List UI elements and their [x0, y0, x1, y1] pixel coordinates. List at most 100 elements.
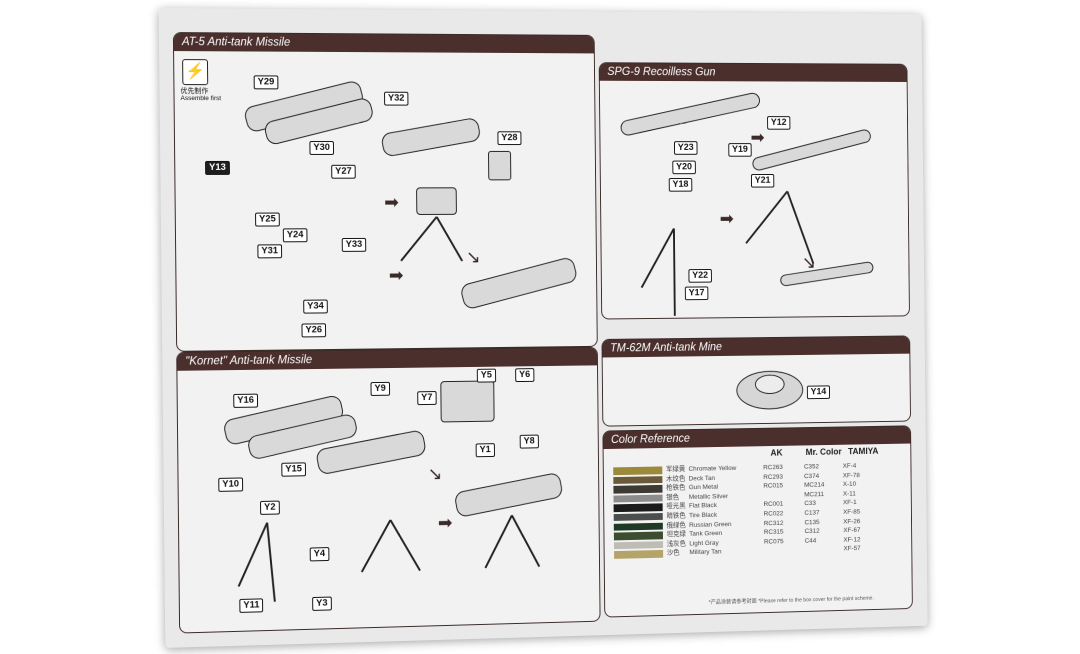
color-name-cn: 银色	[666, 494, 680, 502]
tripod-leg	[435, 216, 464, 262]
guidance-unit	[440, 380, 495, 423]
tamiya-code: XF-78	[842, 471, 860, 479]
part-label: Y20	[672, 160, 696, 175]
lightning-icon: ⚡	[182, 59, 209, 86]
part-label: Y21	[750, 174, 775, 188]
panel-title: TM-62M Anti-tank Mine	[602, 336, 910, 358]
tamiya-code: XF-85	[843, 508, 861, 516]
tripod-leg	[400, 216, 438, 262]
ak-code: RC315	[763, 528, 784, 537]
part-label: Y19	[728, 143, 752, 157]
color-name-cn: 哑光黑	[666, 503, 686, 511]
part-label: Y6	[515, 368, 535, 383]
tamiya-code: XF-67	[843, 527, 861, 535]
color-name: Military Tan	[689, 548, 722, 557]
assemble-first-en: Assemble first	[180, 95, 222, 103]
tamiya-code: X-11	[842, 490, 856, 498]
panel-spg9: SPG-9 Recoilless Gun ➡ ↘ ➡ Y12 Y23 Y19 Y…	[598, 62, 910, 320]
ak-code: RC075	[763, 538, 784, 546]
color-name-cn: 浅灰色	[666, 540, 686, 548]
tamiya-code: XF-4	[842, 462, 857, 470]
part-label: Y10	[218, 477, 244, 492]
mr-color-code: C352	[803, 463, 820, 471]
part-label: Y5	[476, 368, 496, 383]
part-label: Y30	[309, 141, 334, 155]
swatch	[613, 475, 663, 485]
tamiya-code: XF-57	[843, 545, 861, 553]
tripod-leg	[237, 522, 269, 587]
color-name-cn: 坦克绿	[666, 531, 686, 539]
ak-code: RC022	[763, 510, 784, 518]
tripod-leg	[484, 514, 513, 569]
swatch	[613, 540, 664, 550]
mr-color-code: C44	[804, 537, 817, 545]
mr-color-code: MC211	[804, 491, 825, 499]
panel-title: AT-5 Anti-tank Missile	[173, 33, 594, 54]
header-ak: AK	[770, 447, 783, 458]
part-label: Y28	[497, 131, 522, 146]
ak-code: RC015	[763, 482, 784, 490]
panel-tm62m: TM-62M Anti-tank Mine Y14	[601, 335, 911, 427]
tamiya-code: XF-1	[843, 499, 857, 507]
color-name: Russian Green	[689, 520, 732, 529]
arrow-right-icon: ➡	[384, 192, 399, 213]
mr-color-code: C312	[804, 528, 820, 536]
part-label: Y14	[806, 385, 830, 400]
part-label: Y33	[341, 237, 367, 252]
panel-at5: AT-5 Anti-tank Missile ⚡ 优先制作 Assemble f…	[172, 32, 598, 352]
part-label: Y11	[239, 598, 264, 613]
part-label: Y26	[301, 323, 327, 338]
footnote: *产品涂装请参考封面 *Please refer to the box cove…	[708, 595, 874, 606]
gun-barrel	[619, 91, 762, 137]
part-label: Y17	[684, 286, 709, 301]
mr-color-code: C135	[804, 518, 820, 526]
part-label: Y23	[673, 141, 698, 155]
mr-color-code: MC214	[804, 481, 825, 489]
arrow-down-icon: ↘	[427, 463, 443, 484]
part-label: Y18	[668, 178, 693, 192]
color-name-cn: 暗铁色	[666, 512, 686, 520]
color-name-cn: 俄绿色	[666, 521, 686, 530]
arrow-right-icon: ➡	[437, 512, 453, 533]
part-label: Y4	[309, 547, 330, 562]
color-name: Tire Black	[688, 511, 718, 520]
part-label: Y29	[253, 75, 279, 90]
color-name: Light Gray	[689, 539, 719, 548]
arrow-down-icon: ↘	[465, 247, 481, 267]
part-label: Y3	[312, 596, 332, 611]
part-label: Y1	[475, 443, 495, 458]
color-name-cn: 枪铁色	[666, 484, 686, 492]
sight-unit	[488, 150, 512, 181]
tamiya-code: XF-12	[843, 536, 861, 544]
part-label: Y22	[688, 268, 712, 283]
tripod-leg	[266, 522, 276, 602]
tamiya-code: XF-26	[843, 517, 861, 525]
color-name: Deck Tan	[688, 474, 716, 483]
swatch	[613, 503, 663, 513]
header-tamiya: TAMIYA	[848, 446, 879, 457]
ak-code: RC263	[763, 464, 783, 472]
ak-code: RC001	[763, 501, 784, 509]
kit-box-back: AT-5 Anti-tank Missile ⚡ 优先制作 Assemble f…	[158, 7, 928, 648]
part-label: Y34	[303, 299, 328, 314]
launcher-tube	[380, 116, 482, 158]
arrow-down-icon: ↘	[801, 252, 816, 273]
header-mr-color: Mr. Color	[805, 446, 842, 457]
part-label: Y32	[384, 91, 409, 106]
gun-barrel-assembled	[751, 128, 873, 172]
tripod-leg	[745, 190, 789, 244]
tripod-leg	[640, 228, 675, 289]
panel-title: SPG-9 Recoilless Gun	[599, 63, 907, 82]
color-name-cn: 军绿黄	[666, 466, 686, 474]
mr-color-code: C374	[804, 472, 820, 480]
part-label: Y27	[331, 164, 356, 179]
part-label: Y2	[260, 500, 280, 515]
swatch	[613, 466, 663, 475]
ak-code: RC293	[763, 473, 783, 481]
arrow-right-icon: ➡	[388, 265, 404, 286]
part-label: Y31	[257, 244, 283, 259]
tripod-leg	[389, 519, 421, 572]
color-name-cn: 木纹色	[666, 475, 686, 483]
